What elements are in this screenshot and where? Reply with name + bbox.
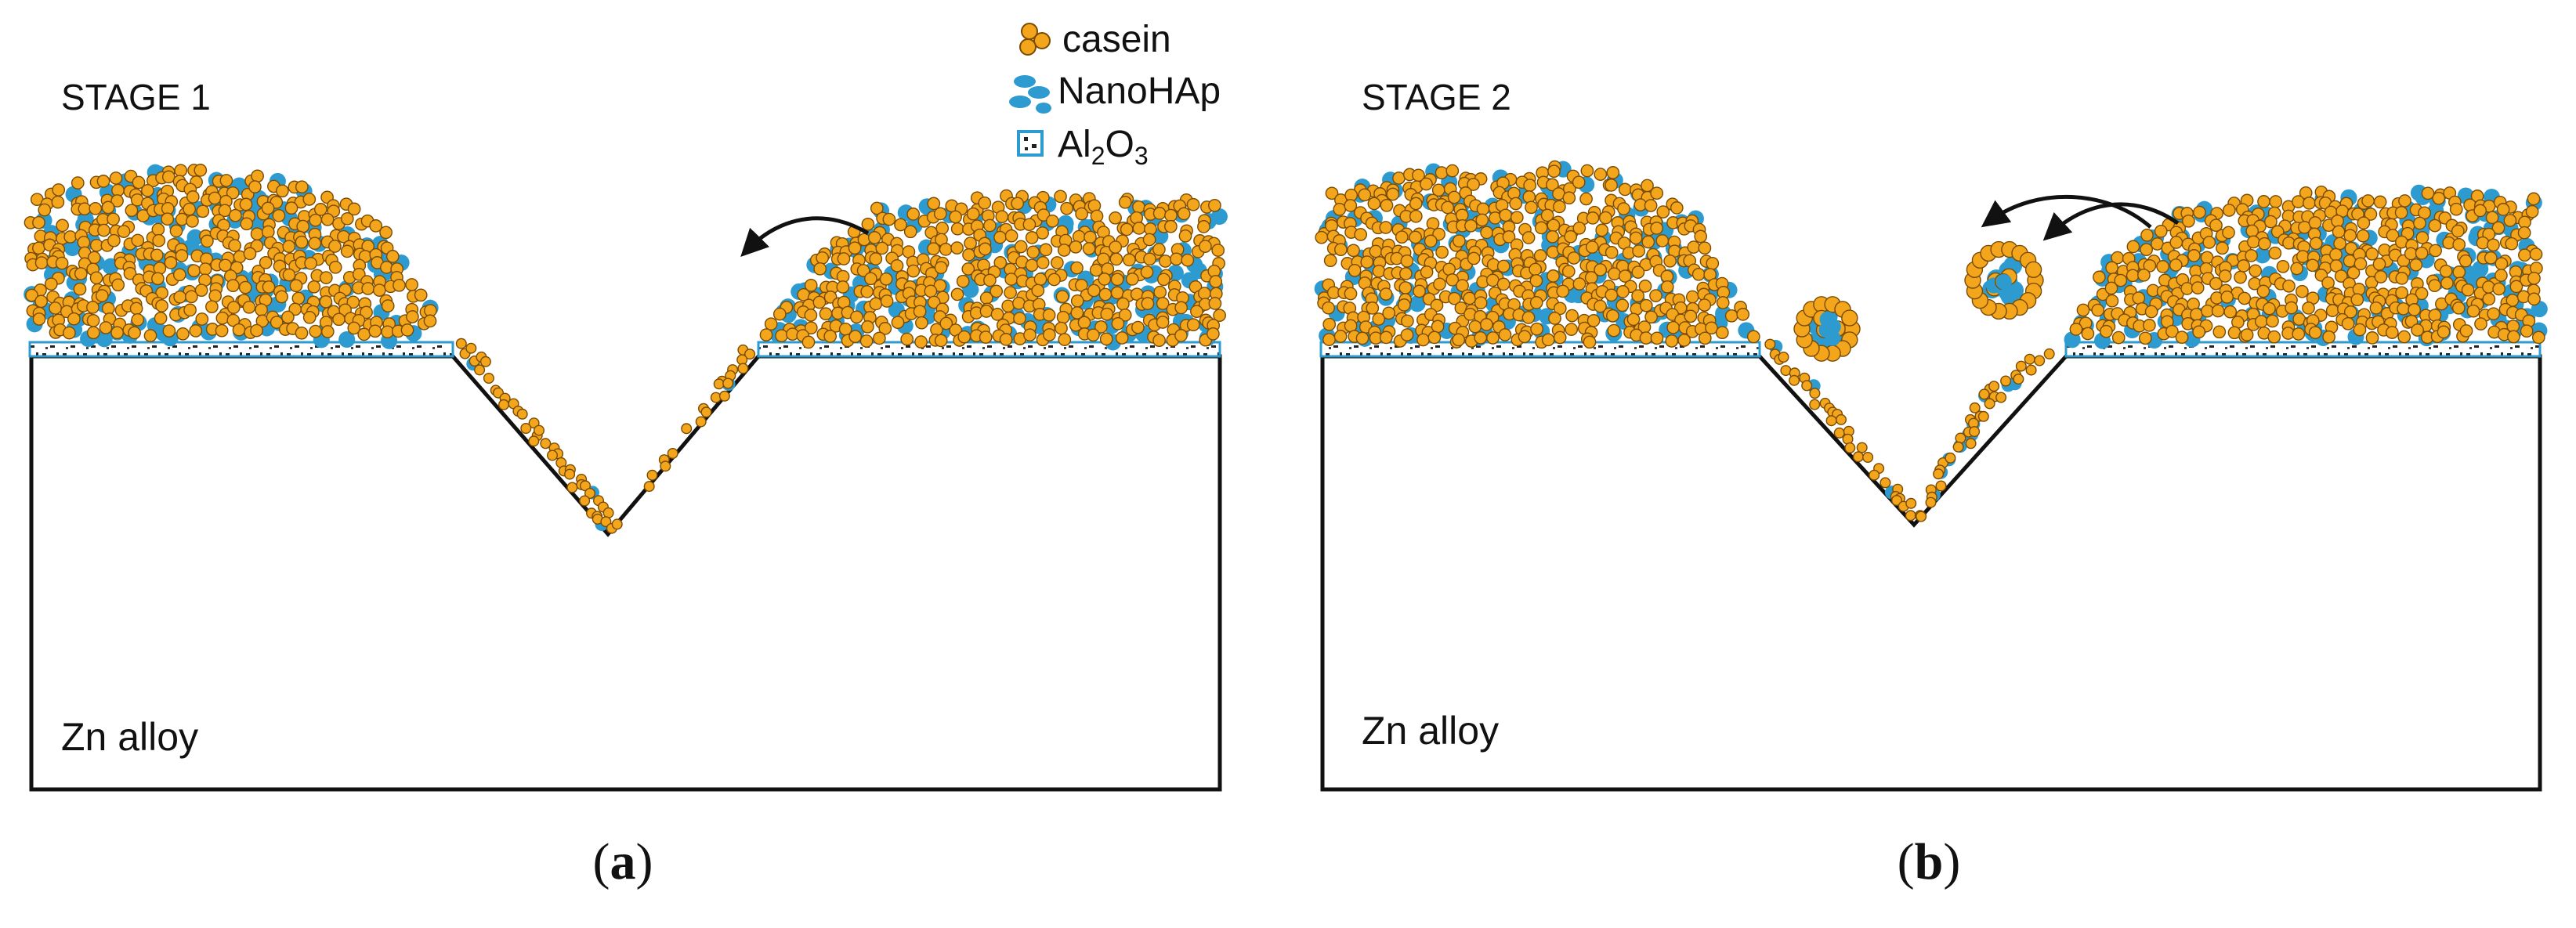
panel-b: STAGE 2 Zn alloy (b) bbox=[1314, 77, 2548, 890]
panel-a-coating-right bbox=[759, 189, 1228, 351]
panel-b-detached-cluster-large bbox=[1964, 240, 2044, 320]
casein-icon bbox=[1019, 23, 1051, 56]
panel-a-coating-left bbox=[24, 164, 439, 349]
panel-b-alumina-right bbox=[2064, 341, 2542, 358]
panel-b-coating-left bbox=[1314, 160, 1760, 349]
panel-b-substrate bbox=[1320, 354, 2542, 792]
panel-a: STAGE 1 Zn alloy (a) bbox=[24, 77, 1228, 890]
panel-a-substrate-label: Zn alloy bbox=[61, 715, 198, 759]
nanohap-icon bbox=[1009, 75, 1051, 114]
panel-a-detach-arrow bbox=[740, 216, 870, 258]
panel-a-groove-coating-left bbox=[455, 338, 617, 534]
panel-b-stage-label: STAGE 2 bbox=[1362, 77, 1511, 117]
legend: casein NanoHAp Al2O3 bbox=[1009, 19, 1221, 170]
panel-b-detach-arrow-upper bbox=[1981, 194, 2152, 229]
panel-b-detached-cluster-small bbox=[1793, 296, 1861, 362]
panel-a-caption: (a) bbox=[593, 833, 653, 890]
panel-a-alumina-right bbox=[757, 341, 1221, 358]
panel-b-caption: (b) bbox=[1898, 833, 1961, 890]
panel-a-substrate bbox=[29, 354, 1222, 792]
legend-casein-label: casein bbox=[1062, 19, 1171, 60]
panel-a-stage-label: STAGE 1 bbox=[61, 77, 211, 117]
panel-b-groove-coating-right bbox=[1916, 348, 2055, 522]
legend-al2o3-label: Al2O3 bbox=[1058, 124, 1149, 170]
panel-a-groove-coating-right bbox=[611, 344, 756, 530]
al2o3-icon bbox=[1017, 130, 1044, 157]
panel-b-coating-right bbox=[2064, 184, 2548, 349]
legend-nanohap-label: NanoHAp bbox=[1058, 70, 1221, 112]
panel-b-substrate-label: Zn alloy bbox=[1362, 709, 1499, 753]
panel-b-detach-arrow-lower bbox=[2042, 202, 2180, 241]
